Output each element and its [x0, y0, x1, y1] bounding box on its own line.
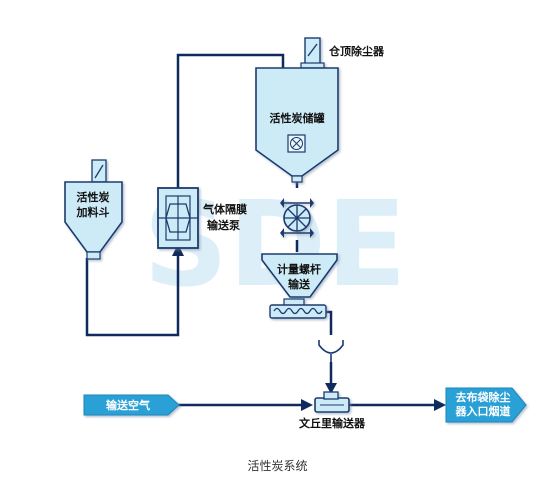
feed-hopper: [64, 181, 123, 260]
outlet-label-line1: 去布袋除尘: [456, 390, 511, 404]
venturi-funnel-icon: [318, 340, 344, 362]
outlet-arrow: [445, 387, 527, 423]
pump-label-line1: 气体隔膜: [202, 202, 247, 216]
pipe-hopper-to-pump: [85, 252, 180, 337]
feed-hopper-collector: [91, 159, 107, 183]
storage-tank: [255, 67, 339, 183]
venturi-ejector-icon: [314, 391, 350, 413]
air-input-arrow: [83, 394, 180, 416]
screw-label-line1: 计量螺杆: [277, 262, 321, 276]
pump-label-line2: 输送泵: [207, 218, 240, 232]
diaphragm-pump-icon: [157, 187, 199, 249]
screw-label-line2: 输送: [288, 277, 311, 291]
air-input-label: 输送空气: [106, 398, 150, 412]
figure-caption: 活性炭系统: [247, 459, 308, 473]
venturi-label: 文丘里输送器: [299, 416, 366, 430]
screw-conveyor-icon: [269, 298, 327, 319]
level-sensor-icon: [287, 134, 306, 153]
roof-collector-label: 仓顶除尘器: [328, 44, 385, 58]
feed-hopper-label-line2: 加料斗: [76, 205, 110, 219]
roof-dust-collector: [300, 37, 325, 69]
arrow-head-into-pump: [172, 244, 184, 256]
arrow-head-into-venturi: [325, 383, 337, 394]
feed-hopper-label-line1: 活性炭: [77, 190, 110, 204]
rotary-valve-icon: [280, 198, 314, 238]
storage-tank-label: 活性炭储罐: [270, 111, 325, 125]
arrow-head-to-outlet: [434, 399, 446, 411]
screw-feeder-hopper: [261, 253, 338, 298]
outlet-label-line2: 器入口烟道: [455, 404, 511, 418]
arrow-head-to-venturi: [301, 399, 313, 411]
